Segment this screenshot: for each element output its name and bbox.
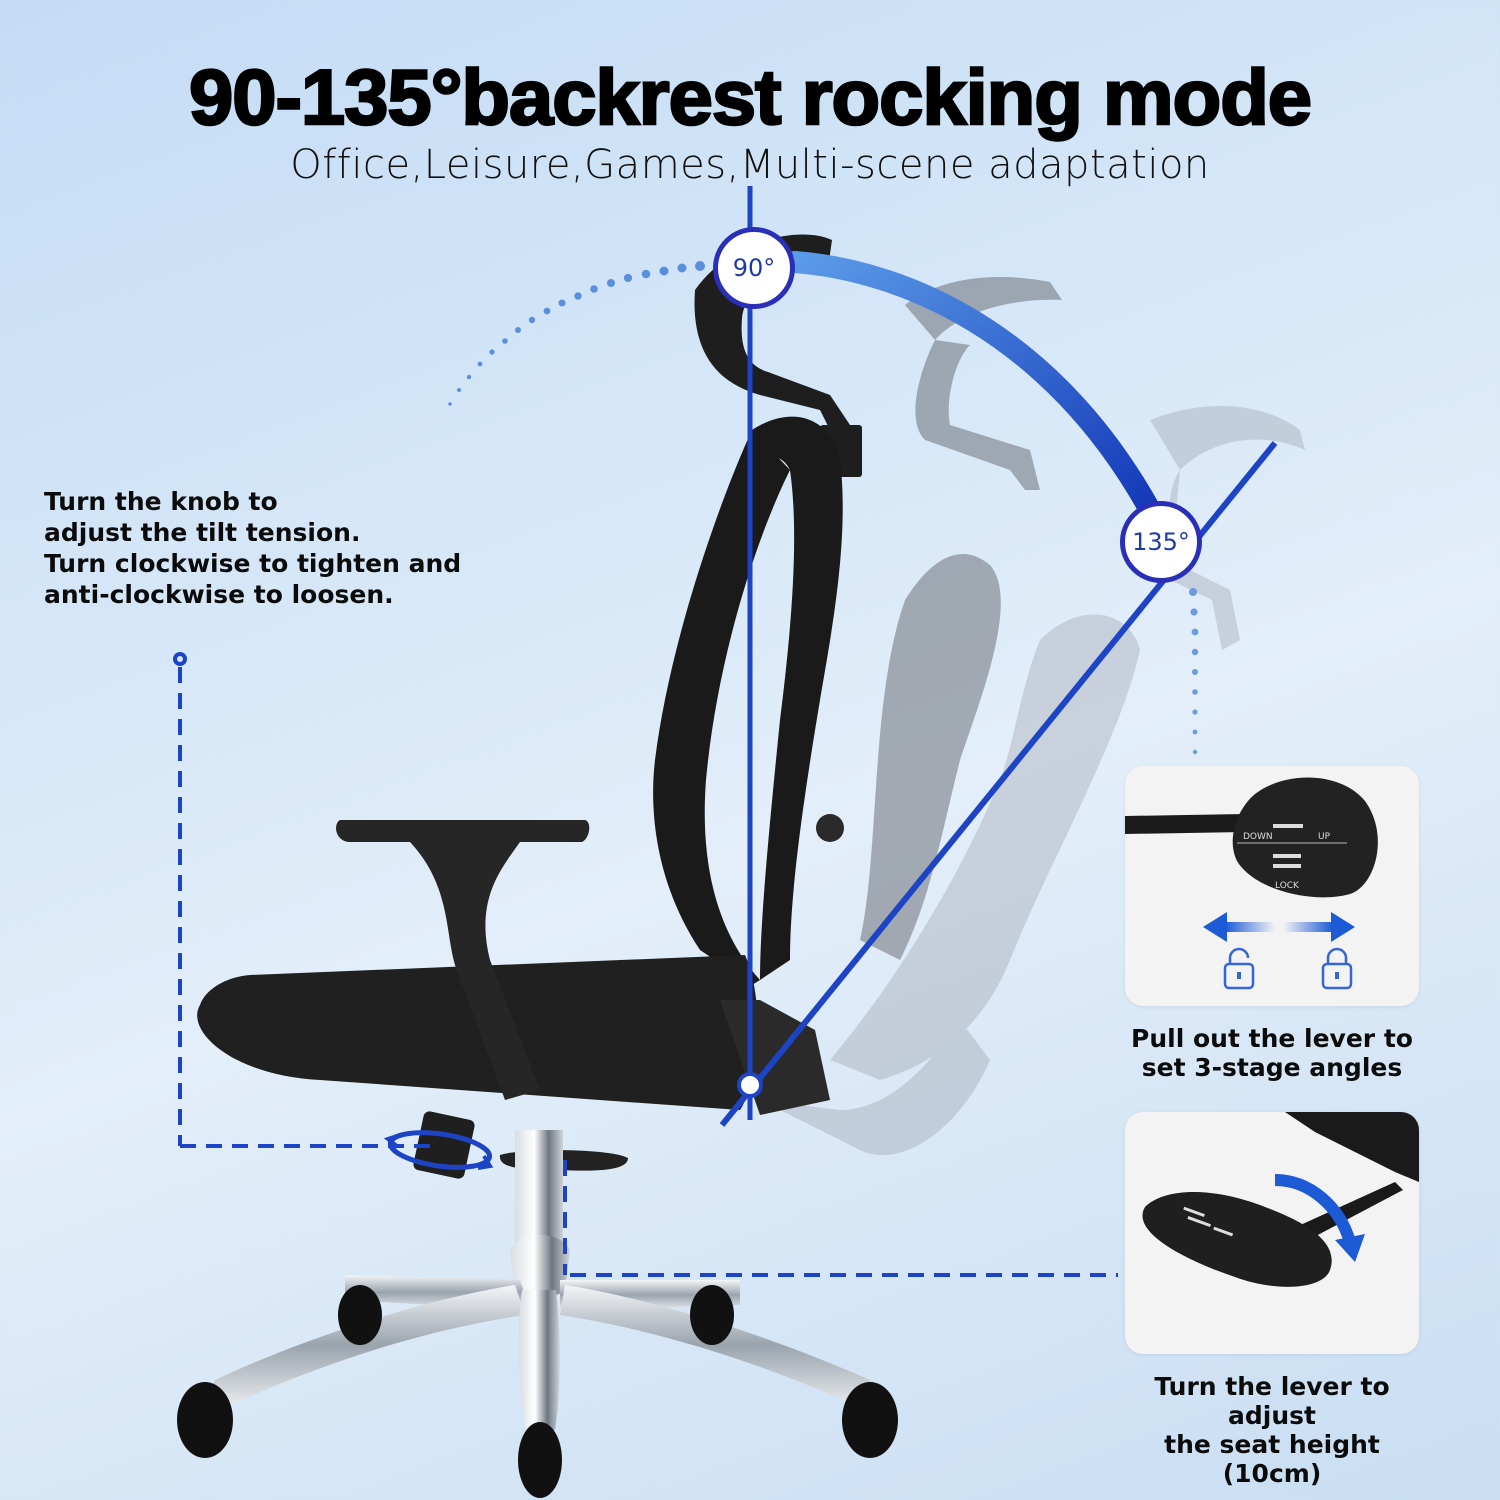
lock-icon [1321, 947, 1353, 990]
angle-arc [784, 251, 1161, 521]
chrome-base [205, 1235, 880, 1430]
note-line: adjust the tilt tension. [44, 518, 361, 547]
casters [177, 1285, 898, 1498]
height-paddle-illustration [1142, 1112, 1419, 1287]
lever-angle-caption: Pull out the lever to set 3-stage angles [1112, 1024, 1432, 1082]
pivot-point [737, 1072, 763, 1098]
note-line: anti-clockwise to loosen. [44, 580, 394, 609]
paddle-lock-label: LOCK [1275, 881, 1300, 891]
paddle-down-label: DOWN [1243, 832, 1273, 842]
dotted-arc [448, 261, 705, 406]
height-guide [563, 1160, 1118, 1277]
note-line: Turn the knob to [44, 487, 278, 516]
caption-line: Pull out the lever to [1131, 1024, 1413, 1053]
page-title: 90-135°backrest rocking mode [188, 52, 1314, 143]
angle-label-135: 135° [1132, 528, 1190, 556]
angle-badge-90: 90° [713, 227, 795, 309]
lever-angle-card: DOWN UP LOCK [1125, 766, 1419, 1006]
dotted-connector [1189, 588, 1199, 755]
note-line: Turn clockwise to tighten and [44, 549, 462, 578]
rotate-arrow-icon [1274, 1174, 1356, 1244]
unlock-icon [1223, 947, 1255, 990]
paddle-up-label: UP [1318, 832, 1331, 842]
caption-line: the seat height (10cm) [1164, 1430, 1380, 1488]
caption-line: Turn the lever to adjust [1154, 1372, 1390, 1430]
tilt-tension-note: Turn the knob to adjust the tilt tension… [44, 486, 461, 610]
page-subtitle: Office,Leisure,Games,Multi-scene adaptat… [290, 142, 1210, 188]
seat-height-card [1125, 1112, 1419, 1354]
lever-paddle-illustration: DOWN UP LOCK [1125, 777, 1378, 990]
backrest [653, 416, 844, 985]
caption-line: set 3-stage angles [1141, 1053, 1403, 1082]
arrow-left-icon [1203, 912, 1227, 942]
gas-cylinder [515, 1130, 563, 1250]
tilt-guide [173, 652, 494, 1170]
armrest [336, 820, 590, 1100]
angle-label-90: 90° [732, 254, 776, 282]
ghost-chair-far [760, 406, 1305, 1156]
angle-badge-135: 135° [1120, 501, 1202, 583]
seat-height-caption: Turn the lever to adjust the seat height… [1112, 1372, 1432, 1488]
arrow-right-icon [1331, 912, 1355, 942]
